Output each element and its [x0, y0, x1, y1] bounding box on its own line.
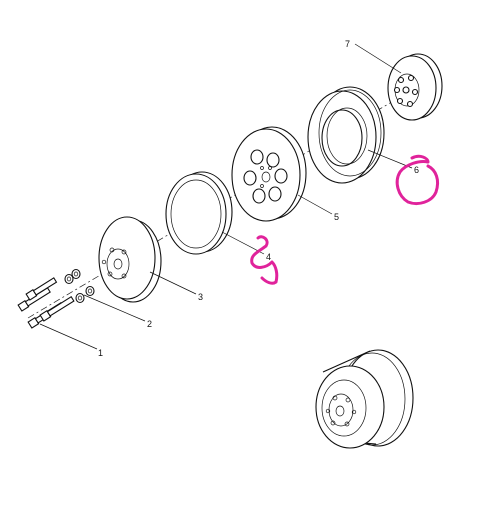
part-1-bolts — [17, 277, 75, 329]
part-4-ring — [165, 171, 233, 255]
part-2-washers — [64, 268, 95, 304]
leader-lines — [39, 43, 413, 350]
callout-4: 4 — [266, 252, 271, 262]
callout-2: 2 — [147, 319, 152, 329]
callout-1: 1 — [98, 348, 103, 358]
callout-6: 6 — [414, 165, 419, 175]
callout-3: 3 — [198, 292, 203, 302]
assembled-unit — [315, 349, 414, 449]
annotation-scribble-4 — [250, 235, 279, 285]
annotation-scribble-6 — [395, 154, 440, 206]
callout-7: 7 — [345, 39, 350, 49]
callout-labels: 1 2 3 4 5 6 7 — [98, 39, 419, 358]
callout-5: 5 — [334, 212, 339, 222]
part-7-front-disc — [387, 53, 443, 121]
part-5-perforated-plate — [231, 126, 307, 222]
part-6-toothed-ring — [307, 86, 385, 184]
part-3-hub-disc — [98, 216, 162, 303]
